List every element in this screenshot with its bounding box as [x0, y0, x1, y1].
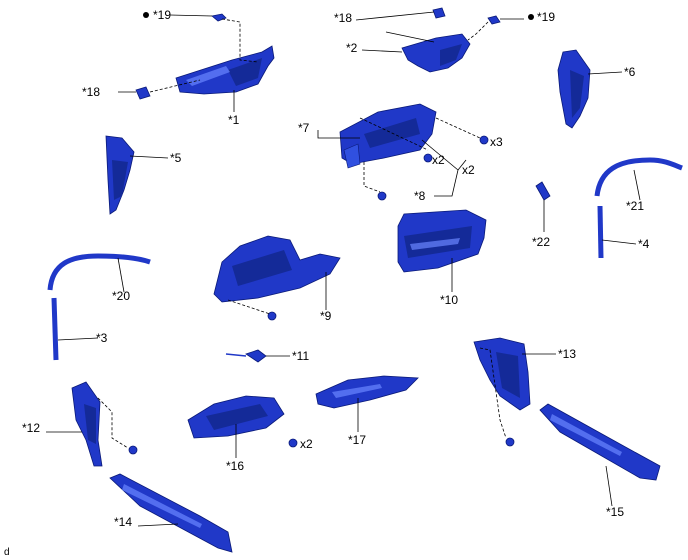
part-15-sill: [539, 403, 661, 481]
label-17: *17: [348, 433, 366, 447]
label-x2-bracket: x2: [432, 153, 445, 167]
part-13-kick-panel: [473, 337, 531, 447]
label-8: *8: [414, 189, 426, 203]
label-5: *5: [170, 151, 182, 165]
label-20: *20: [112, 289, 130, 303]
label-18-top: *18: [334, 11, 352, 25]
label-11: *11: [292, 349, 309, 363]
label-10: *10: [440, 293, 458, 307]
part-22-piece: [535, 181, 551, 201]
label-2: *2: [346, 41, 358, 55]
label-21: *21: [626, 199, 644, 213]
part-18-clip-top: [432, 7, 446, 19]
part-7-screws: [377, 135, 489, 201]
part-1-trim: [175, 45, 275, 95]
label-7: *7: [298, 121, 310, 135]
label-3: *3: [96, 331, 108, 345]
label-19-left: *19: [153, 8, 171, 22]
label-18-left: *18: [82, 85, 100, 99]
label-x3: x3: [490, 135, 503, 149]
label-15: *15: [606, 505, 624, 519]
label-1: *1: [228, 113, 240, 127]
corner-mark: d: [4, 547, 10, 558]
part-11-clip: [225, 349, 267, 363]
part-16-console: [187, 395, 298, 448]
label-22: *22: [532, 235, 550, 249]
part-21-weatherstrip: [594, 157, 683, 197]
part-20-weatherstrip: [47, 253, 151, 291]
part-12-kick-panel: [71, 381, 138, 467]
part-labels: *19 *19 *18 *18 *2 *6 *1 *7 x3 x2 x2 *5 …: [4, 8, 650, 558]
part-5-trim: [105, 135, 135, 215]
label-x2-16: x2: [300, 437, 313, 451]
part-6-trim: [557, 49, 591, 129]
part-10-glovebox: [397, 209, 487, 273]
part-17-trim: [315, 375, 419, 409]
part-7-bracket: [339, 103, 437, 169]
label-14: *14: [114, 515, 132, 529]
part-9-panel: [213, 235, 341, 321]
part-14-sill: [109, 473, 233, 553]
part-3-strip: [51, 297, 59, 361]
label-12: *12: [22, 421, 40, 435]
label-19-right: *19: [537, 10, 555, 24]
label-13: *13: [558, 347, 576, 361]
label-9: *9: [320, 309, 332, 323]
part-4-strip: [597, 205, 604, 259]
part-18-clip-left: [135, 86, 151, 100]
label-6: *6: [624, 65, 636, 79]
label-x2-8: x2: [462, 163, 475, 177]
label-16: *16: [226, 459, 244, 473]
leader-lines: [46, 11, 641, 527]
label-4: *4: [638, 237, 650, 251]
part-2-trim: [401, 33, 471, 73]
part-19-clip-right: [487, 14, 534, 25]
